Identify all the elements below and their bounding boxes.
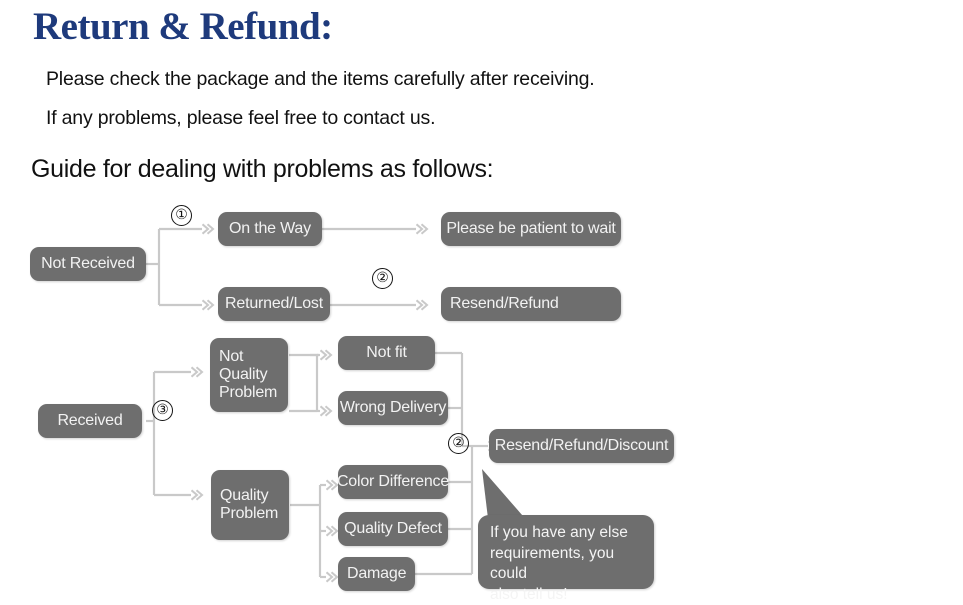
marker-3: ③ — [152, 400, 173, 421]
node-not-fit[interactable]: Not fit — [338, 336, 435, 370]
marker-2: ② — [372, 268, 393, 289]
marker-4: ② — [448, 433, 469, 454]
flowchart-connectors — [146, 195, 963, 598]
node-quality-problem[interactable]: Quality Problem — [211, 470, 289, 540]
callout-bubble: If you have any else requirements, you c… — [478, 515, 654, 603]
node-resend-refund[interactable]: Resend/Refund — [441, 287, 621, 321]
node-resend-refund-discount[interactable]: Resend/Refund/Discount — [489, 429, 674, 463]
node-on-the-way[interactable]: On the Way — [218, 212, 322, 246]
intro-line-2: If any problems, please feel free to con… — [46, 107, 436, 129]
flowchart: Not Received On the Way Returned/Lost Pl… — [0, 195, 963, 603]
marker-1: ① — [171, 205, 192, 226]
node-returned-lost[interactable]: Returned/Lost — [218, 287, 330, 321]
node-wrong-delivery[interactable]: Wrong Delivery — [338, 391, 448, 425]
node-damage[interactable]: Damage — [338, 557, 415, 591]
node-color-difference[interactable]: Color Difference — [337, 465, 449, 499]
guide-heading: Guide for dealing with problems as follo… — [31, 155, 494, 183]
node-please-be-patient[interactable]: Please be patient to wait — [441, 212, 621, 246]
intro-line-1: Please check the package and the items c… — [46, 68, 595, 90]
node-received[interactable]: Received — [38, 404, 142, 438]
page-title: Return & Refund: — [33, 5, 333, 48]
node-not-received[interactable]: Not Received — [30, 247, 146, 281]
node-quality-defect[interactable]: Quality Defect — [338, 512, 448, 546]
node-not-quality-problem[interactable]: Not Quality Problem — [210, 338, 288, 412]
